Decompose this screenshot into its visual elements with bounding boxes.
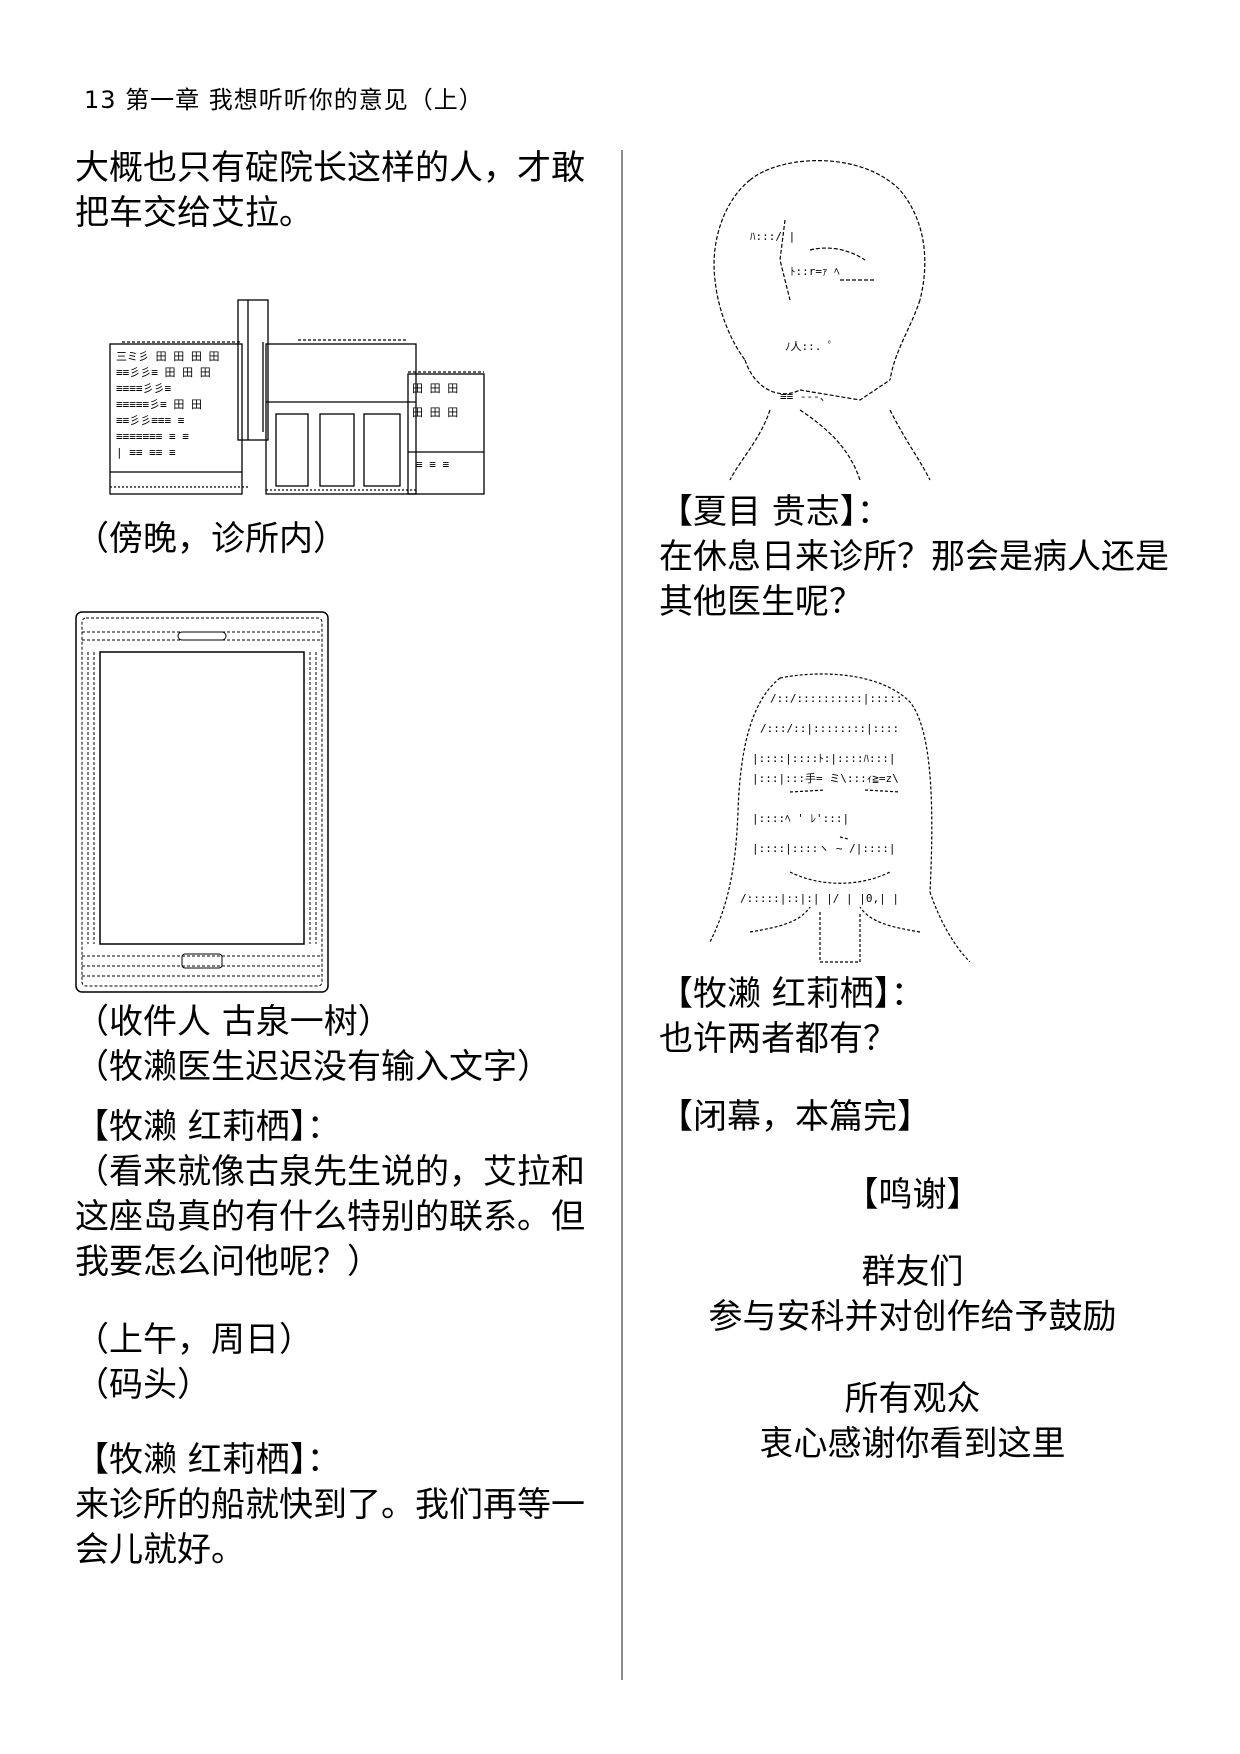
svg-text:|::::|::::ヽ ~ /|::::|: |::::|::::ヽ ~ /|::::| — [752, 842, 895, 855]
text-line: 这座岛真的有什么特别的联系。但 — [75, 1197, 585, 1237]
speaker-name: 【牧濑 红莉栖】： — [659, 974, 925, 1014]
speaker-name: 【牧濑 红莉栖】： — [75, 1107, 341, 1147]
column-divider — [621, 150, 623, 1680]
makise-portrait-art: /::/::::::::::|::::: /:::/::|::::::::|::… — [709, 673, 971, 963]
svg-text:田 田 田: 田 田 田 — [412, 406, 458, 419]
svg-text:≡≡彡彡≡≡≡ ≡: ≡≡彡彡≡≡≡ ≡ — [116, 414, 185, 427]
text-line: （看来就像古泉先生说的，艾拉和 — [75, 1152, 585, 1192]
speaker-name: 【牧濑 红莉栖】： — [75, 1440, 341, 1480]
svg-text:≡≡≡≡≡彡≡ 田 田: ≡≡≡≡≡彡≡ 田 田 — [116, 398, 202, 411]
dialogue-block: 【牧濑 红莉栖】： （看来就像古泉先生说的，艾拉和 这座岛真的有什么特别的联系。… — [75, 1105, 585, 1285]
text-line: 会儿就好。 — [75, 1530, 245, 1570]
scene-note: （傍晚，诊所内） — [75, 519, 347, 559]
curtain-note: 【闭幕，本篇完】 — [659, 1097, 931, 1137]
svg-text:田 田 田: 田 田 田 — [412, 382, 458, 395]
text-line: 其他医生呢？ — [659, 582, 863, 622]
svg-text:/::/::::::::::|:::::: /::/::::::::::|::::: — [770, 692, 902, 705]
thanks-group: 群友们 参与安科并对创作给予鼓励 — [690, 1250, 1135, 1340]
text-line: 大概也只有碇院长这样的人，才敢 — [75, 148, 585, 188]
svg-text:≡≡≡≡彡彡≡: ≡≡≡≡彡彡≡ — [116, 382, 171, 395]
intro-paragraph: 大概也只有碇院长这样的人，才敢 把车交给艾拉。 — [75, 146, 585, 236]
svg-text:|::::ﾍ ' ﾚ':::|: |::::ﾍ ' ﾚ':::| — [752, 812, 849, 825]
svg-text:ﾊ:::/ |: ﾊ:::/ | — [750, 230, 795, 243]
svg-text:≡ ≡ ≡: ≡ ≡ ≡ — [416, 458, 449, 471]
natsume-portrait-art: ﾊ:::/ | ﾄ::r=ｧ ﾍ ﾉ人::. ﾟ ≡≡ ‐--、 — [713, 160, 931, 481]
svg-text:|:::|:::手= ミ\:::ｨ≧=z\: |:::|:::手= ミ\:::ｨ≧=z\ — [752, 771, 899, 785]
svg-text:| ≡≡ ≡≡ ≡: | ≡≡ ≡≡ ≡ — [116, 446, 176, 459]
dialogue-block: 【牧濑 红莉栖】： 来诊所的船就快到了。我们再等一 会儿就好。 — [75, 1438, 585, 1573]
dialogue-block: 【牧濑 红莉栖】： 也许两者都有？ — [659, 972, 925, 1062]
thanks-group: 所有观众 衷心感谢你看到这里 — [690, 1377, 1135, 1467]
clinic-building-art: 三ミ彡 田 田 田 田 ≡≡彡彡≡ 田 田 田 ≡≡≡≡彡彡≡ ≡≡≡≡≡彡≡ … — [109, 299, 485, 495]
dialogue-block: 【夏目 贵志】： 在休息日来诊所？那会是病人还是 其他医生呢？ — [659, 490, 1169, 625]
scene-notes: （上午，周日） （码头） — [75, 1318, 313, 1408]
text-line: 也许两者都有？ — [659, 1019, 897, 1059]
text-line: 我要怎么问他呢？） — [75, 1242, 381, 1282]
svg-text:|::::|::::ﾄ:|::::ﾊ:::|: |::::|::::ﾄ:|::::ﾊ:::| — [752, 752, 895, 765]
svg-text:/:::/::|::::::::|::::: /:::/::|::::::::|:::: — [760, 722, 899, 735]
text-line: 在休息日来诊所？那会是病人还是 — [659, 537, 1169, 577]
svg-text:/:::::|::|:| |/ | |0,| |: /:::::|::|:| |/ | |0,| | — [740, 892, 899, 905]
svg-text:ﾄ::r=ｧ ﾍ: ﾄ::r=ｧ ﾍ — [790, 265, 840, 278]
thanks-line: 参与安科并对创作给予鼓励 — [708, 1297, 1117, 1337]
svg-text:ﾉ人::. ﾟ: ﾉ人::. ﾟ — [785, 340, 834, 353]
svg-text:≡≡≡≡≡≡≡ ≡ ≡: ≡≡≡≡≡≡≡ ≡ ≡ — [116, 430, 189, 443]
phone-notes: （收件人 古泉一树） （牧濑医生迟迟没有输入文字） — [75, 1000, 551, 1090]
thanks-line: 群友们 — [861, 1252, 964, 1292]
svg-text:≡≡彡彡≡ 田 田 田: ≡≡彡彡≡ 田 田 田 — [116, 366, 211, 379]
recipient-note: （收件人 古泉一树） — [75, 1002, 392, 1042]
thanks-line: 衷心感谢你看到这里 — [759, 1424, 1066, 1464]
speaker-name: 【夏目 贵志】： — [659, 492, 891, 532]
svg-text:三ミ彡 田 田 田 田: 三ミ彡 田 田 田 田 — [116, 350, 220, 363]
phone-art — [75, 611, 329, 993]
text-line: 把车交给艾拉。 — [75, 193, 313, 233]
page-header: 13 第一章 我想听听你的意见（上） — [84, 86, 484, 114]
text-line: 来诊所的船就快到了。我们再等一 — [75, 1485, 585, 1525]
typing-note: （牧濑医生迟迟没有输入文字） — [75, 1047, 551, 1087]
svg-text:≡≡ ‐--、: ≡≡ ‐--、 — [780, 390, 831, 403]
time-note: （上午，周日） — [75, 1320, 313, 1360]
thanks-title: 【鸣谢】 — [844, 1175, 981, 1215]
thanks-line: 所有观众 — [844, 1379, 981, 1419]
place-note: （码头） — [75, 1365, 211, 1405]
